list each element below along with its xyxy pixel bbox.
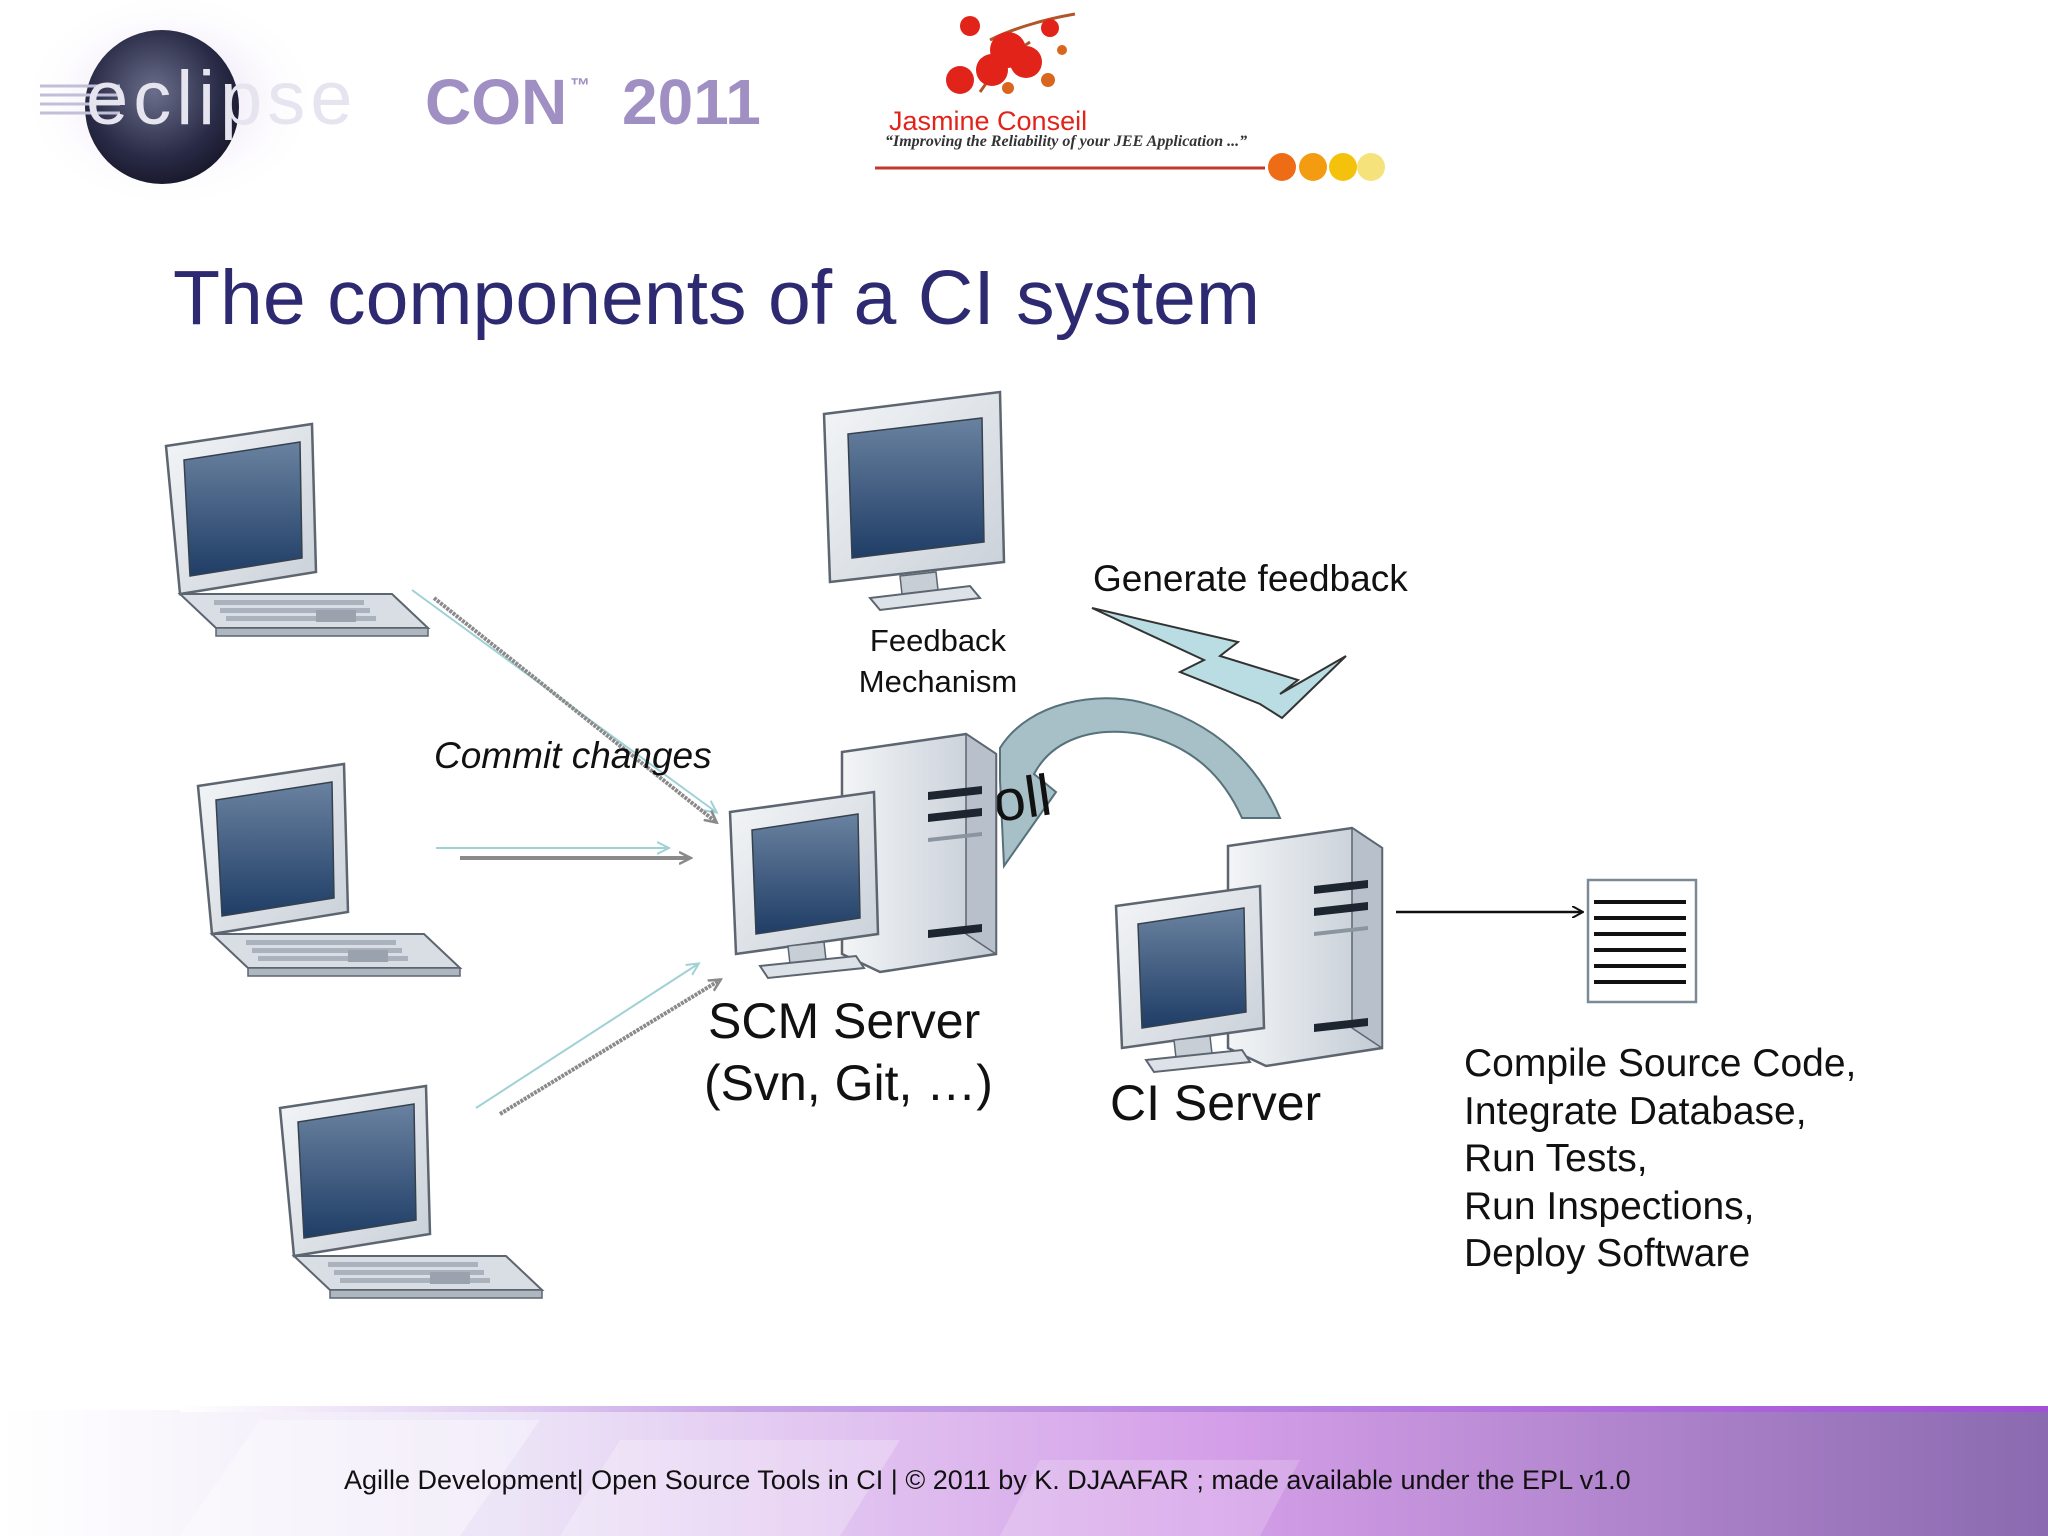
task-item: Compile Source Code, [1464,1042,1856,1085]
eclipse-globe-icon [85,30,239,184]
scm-server-label: SCM Server [708,993,980,1049]
trademark-mark: ™ [570,75,590,97]
poll-arrow [999,697,1282,869]
year-wordmark: 2011 [622,66,761,138]
jasmine-dots-icon [1268,153,1385,181]
con-wordmark: CON [425,66,567,138]
footer-band [0,1406,2048,1536]
developer-laptop-1-icon [164,422,430,638]
footer-text: Agille Development| Open Source Tools in… [344,1465,1631,1495]
commit-label-mask [718,720,858,780]
jasmine-logo: Jasmine Conseil “Improving the Reliabili… [875,12,1385,181]
feedback-caption-line2: Mechanism [859,664,1018,699]
ci-tasks-list: Compile Source Code, Integrate Database,… [1464,1042,1856,1275]
developer-laptop-2-icon [196,762,462,978]
report-document-icon [1586,878,1698,1004]
ci-server-icon [1114,826,1384,1074]
ci-server-label: CI Server [1110,1075,1321,1131]
feedback-monitor-icon [822,390,1006,612]
eclipse-stripes-icon [40,84,120,115]
task-item: Deploy Software [1464,1232,1750,1275]
poll-label: oll [989,762,1056,834]
generate-feedback-label: Generate feedback [1093,558,1408,599]
jasmine-name: Jasmine Conseil [889,106,1087,136]
scm-server-examples: (Svn, Git, …) [704,1055,993,1111]
eclipsecon-logo: eclipse CON ™ 2011 [20,0,761,210]
commit-arrow-3 [498,980,720,1116]
jasmine-tagline: “Improving the Reliability of your JEE A… [885,133,1247,150]
task-item: Integrate Database, [1464,1090,1807,1133]
jasmine-flower-icon [946,12,1076,94]
feedback-caption-line1: Feedback [870,623,1007,658]
developer-laptop-3-icon [278,1084,544,1300]
task-item: Run Inspections, [1464,1185,1755,1228]
slide-title: The components of a CI system [173,255,1260,341]
task-item: Run Tests, [1464,1137,1648,1180]
commit-arrow-3-light [475,964,698,1109]
eclipse-wordmark: eclipse [86,56,358,141]
commit-arrow-1 [432,596,716,822]
lightning-bolt-icon [1091,607,1347,720]
commit-arrows [411,589,720,1116]
commit-changes-label: Commit changes [434,735,712,776]
